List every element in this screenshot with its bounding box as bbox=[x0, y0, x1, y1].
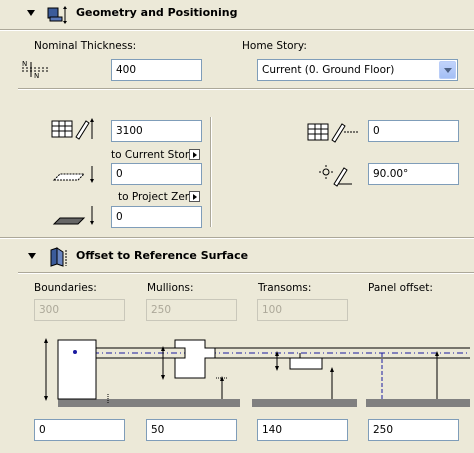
svg-text:N: N bbox=[22, 60, 27, 68]
divider bbox=[0, 237, 474, 238]
divider bbox=[18, 89, 474, 90]
home-story-label: Home Story: bbox=[242, 40, 307, 52]
transoms-offset-field[interactable]: 140 bbox=[257, 419, 348, 441]
angle-field[interactable]: 90.00° bbox=[368, 163, 459, 185]
offset-icon bbox=[48, 246, 70, 271]
geometry-panel-header[interactable]: Geometry and Positioning bbox=[0, 0, 474, 28]
project-zero-offset-field[interactable]: 0 bbox=[111, 206, 202, 228]
to-project-zero-label: to Project Zero bbox=[118, 191, 196, 203]
transoms-width-field[interactable]: 100 bbox=[257, 299, 348, 321]
thickness-icon: N N bbox=[20, 58, 50, 83]
boundaries-width-field[interactable]: 300 bbox=[34, 299, 125, 321]
divider bbox=[0, 30, 474, 31]
to-current-story-label: to Current Story bbox=[111, 149, 196, 161]
boundaries-offset-field[interactable]: 0 bbox=[34, 419, 125, 441]
panel-offset-field[interactable]: 250 bbox=[368, 419, 459, 441]
project-zero-icon bbox=[50, 204, 100, 231]
collapse-triangle-icon[interactable] bbox=[27, 10, 35, 16]
transoms-label: Transoms: bbox=[258, 282, 312, 294]
offset-diagram bbox=[30, 332, 470, 415]
collapse-triangle-icon[interactable] bbox=[28, 253, 36, 259]
wall-height-icon bbox=[50, 117, 100, 144]
boundaries-label: Boundaries: bbox=[34, 282, 97, 294]
offset-panel-title: Offset to Reference Surface bbox=[76, 249, 249, 262]
divider bbox=[211, 117, 212, 227]
base-offset-icon bbox=[50, 164, 100, 189]
nominal-thickness-label: Nominal Thickness: bbox=[34, 40, 137, 52]
offset-panel-header[interactable]: Offset to Reference Surface bbox=[0, 243, 474, 271]
angle-icon bbox=[318, 164, 358, 191]
slant-height-field[interactable]: 0 bbox=[368, 120, 459, 142]
divider bbox=[18, 88, 474, 89]
current-story-offset-field[interactable]: 0 bbox=[111, 163, 202, 185]
mullions-offset-field[interactable]: 50 bbox=[146, 419, 237, 441]
panel-offset-label: Panel offset: bbox=[368, 282, 433, 294]
nominal-thickness-field[interactable]: 400 bbox=[111, 59, 202, 81]
divider bbox=[18, 273, 474, 274]
geometry-icon bbox=[46, 5, 70, 28]
home-story-value: Current (0. Ground Floor) bbox=[262, 64, 395, 76]
to-current-story-arrow-icon[interactable] bbox=[189, 149, 200, 160]
chevron-down-icon[interactable] bbox=[439, 61, 456, 79]
home-story-select[interactable]: Current (0. Ground Floor) bbox=[257, 59, 458, 81]
slant-height-icon bbox=[306, 120, 362, 147]
divider bbox=[0, 29, 474, 30]
geometry-panel-title: Geometry and Positioning bbox=[76, 6, 238, 19]
svg-text:N: N bbox=[34, 72, 39, 80]
wall-height-field[interactable]: 3100 bbox=[111, 120, 202, 142]
to-project-zero-arrow-icon[interactable] bbox=[189, 191, 200, 202]
divider bbox=[210, 117, 211, 227]
divider bbox=[0, 238, 474, 239]
divider bbox=[18, 272, 474, 273]
mullions-width-field[interactable]: 250 bbox=[146, 299, 237, 321]
mullions-label: Mullions: bbox=[147, 282, 194, 294]
